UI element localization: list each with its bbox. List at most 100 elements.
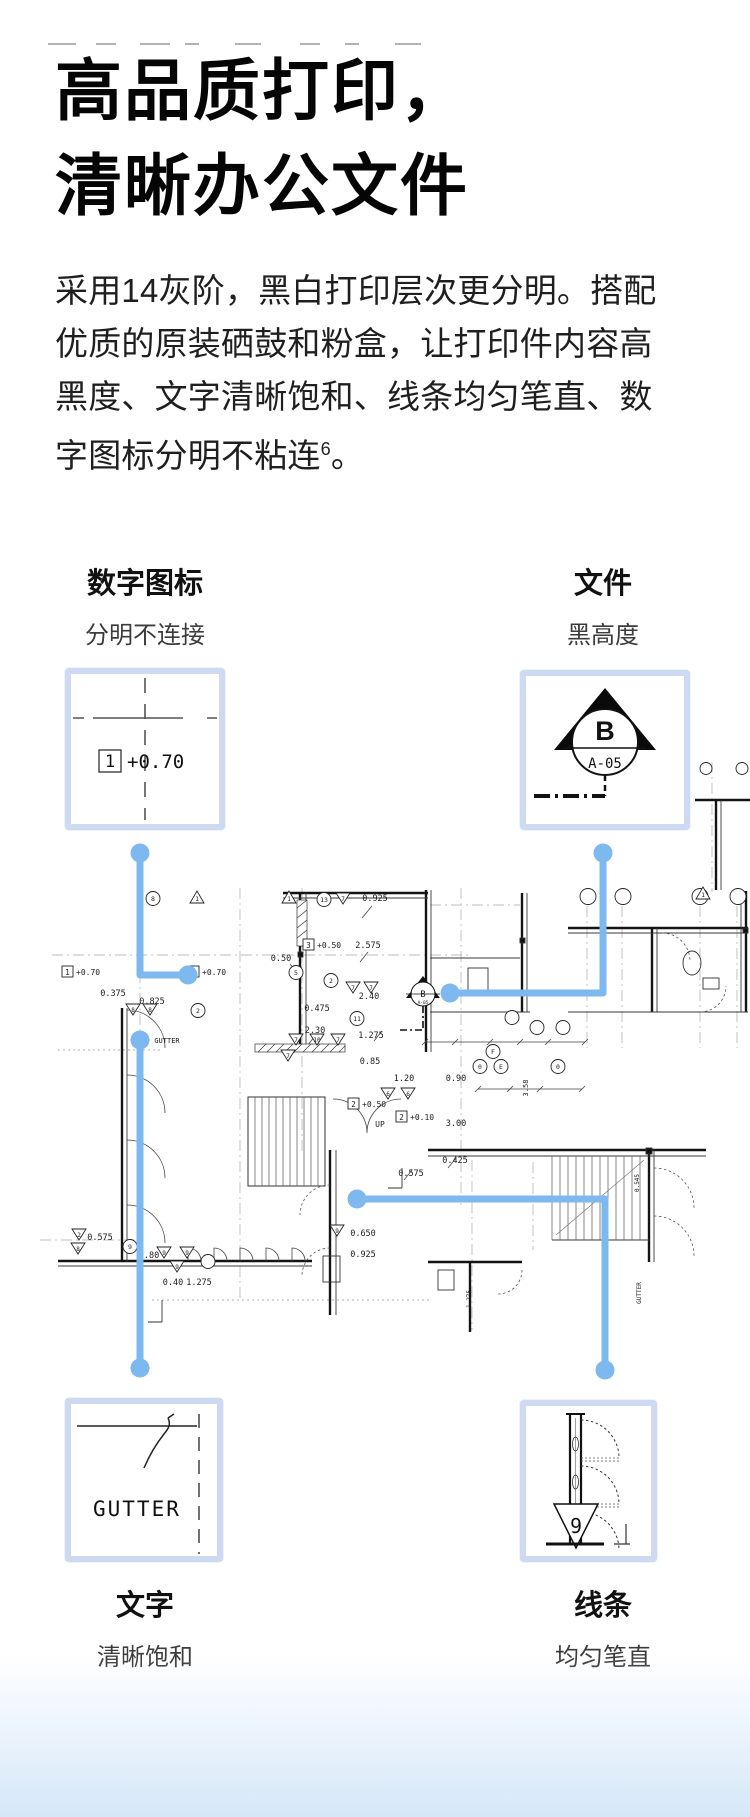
svg-text:8: 8: [148, 1007, 152, 1014]
zoom-box-digits: 1 +0.70: [65, 668, 225, 830]
svg-text:2: 2: [329, 977, 333, 985]
svg-text:2.30: 2.30: [305, 1026, 325, 1036]
svg-text:0.925: 0.925: [362, 894, 388, 904]
svg-text:6: 6: [406, 1091, 410, 1098]
intro-paragraph: 采用14灰阶，黑白打印层次更分明。搭配优质的原装硒鼓和粉盒，让打印件内容高黑度、…: [55, 264, 663, 482]
svg-text:2.40: 2.40: [359, 992, 379, 1002]
svg-text:0.575: 0.575: [87, 1233, 113, 1243]
grid-lines: [40, 762, 738, 1330]
svg-text:0.650: 0.650: [350, 1229, 376, 1239]
marker-label: B: [595, 716, 615, 746]
svg-text:GUTTER: GUTTER: [636, 1282, 643, 1304]
svg-text:0.925: 0.925: [350, 1250, 376, 1260]
bottom-gradient: [0, 1655, 750, 1817]
svg-text:0.475: 0.475: [304, 1004, 330, 1014]
svg-text:7: 7: [341, 896, 345, 903]
digit-index: 1: [105, 752, 115, 772]
svg-text:8: 8: [131, 1007, 135, 1014]
svg-text:1: 1: [195, 896, 199, 903]
gutter-label: GUTTER: [93, 1497, 181, 1521]
svg-text:7: 7: [286, 1053, 290, 1060]
svg-text:8: 8: [76, 1246, 80, 1253]
svg-text:0.375: 0.375: [100, 989, 126, 999]
svg-text:1: 1: [65, 968, 70, 977]
svg-text:1: 1: [701, 892, 705, 899]
svg-text:3.00: 3.00: [446, 1119, 466, 1129]
svg-text:1: 1: [287, 896, 291, 903]
svg-text:0.575: 0.575: [398, 1169, 424, 1179]
connector-digits: [136, 853, 186, 979]
svg-text:+0.50: +0.50: [362, 1100, 386, 1109]
svg-text:13: 13: [320, 896, 328, 904]
svg-text:6: 6: [386, 1091, 390, 1098]
svg-text:8: 8: [151, 895, 155, 903]
svg-text:+0.10: +0.10: [410, 1113, 434, 1122]
fixtures: [148, 927, 749, 1323]
svg-text:10: 10: [313, 1037, 321, 1044]
hatched-walls: [254, 899, 346, 1053]
svg-text:2: 2: [351, 1100, 356, 1109]
plan-annotations: 0.925 2.575 0.50 2.40 0.475 2.30 1.275 0.85 1.20…: [61, 762, 749, 1308]
connector-dots: [130, 843, 615, 1380]
svg-text:7: 7: [294, 1037, 298, 1044]
svg-text:3.58: 3.58: [522, 1080, 530, 1097]
svg-text:1.20: 1.20: [394, 1074, 414, 1084]
svg-text:7: 7: [336, 1037, 340, 1044]
svg-text:0: 0: [556, 1063, 560, 1071]
svg-text:9: 9: [185, 1250, 189, 1257]
intro-footnote-sup: 6: [320, 439, 331, 459]
marker-sheet: A-05: [588, 756, 622, 772]
gutter-text-icon: GUTTER: [77, 1413, 200, 1554]
wall-lines-icon: 9: [546, 1413, 630, 1551]
callout-document: 文件 黑高度: [493, 560, 713, 650]
title-line-1: 高品质打印，: [55, 54, 469, 129]
section-marker-icon: B A-05: [534, 688, 656, 798]
dotted-lines: [58, 1049, 430, 1301]
svg-text:+0.50: +0.50: [317, 941, 341, 950]
svg-text:0.825: 0.825: [139, 997, 165, 1007]
svg-text:9: 9: [175, 1264, 179, 1271]
svg-text:GUTTER: GUTTER: [154, 1037, 180, 1045]
connector-document: [452, 853, 607, 997]
svg-text:0.80: 0.80: [139, 1251, 159, 1261]
svg-text:7: 7: [369, 985, 373, 992]
svg-text:9: 9: [335, 1228, 339, 1235]
svg-text:9: 9: [162, 1250, 166, 1257]
connector-lines: [130, 843, 615, 1380]
title-line-2: 清晰办公文件: [55, 149, 469, 224]
svg-text:1: 1: [191, 968, 196, 977]
svg-text:2.575: 2.575: [355, 941, 381, 951]
zoom-box-document: B A-05: [520, 670, 690, 830]
zoom-box-text: GUTTER: [65, 1398, 223, 1562]
callout-text-title: 文字: [115, 1590, 174, 1622]
callout-lines-title: 线条: [573, 1590, 632, 1622]
callout-digits: 数字图标 分明不连接: [35, 560, 255, 650]
svg-text:0: 0: [478, 1063, 482, 1071]
svg-text:1.275: 1.275: [186, 1278, 212, 1288]
door-arcs-dashed: [299, 932, 727, 1295]
intro-text: 采用14灰阶，黑白打印层次更分明。搭配优质的原装硒鼓和粉盒，让打印件内容高黑度、…: [55, 272, 657, 474]
callout-document-title: 文件: [573, 568, 632, 600]
svg-text:0.545: 0.545: [634, 1174, 641, 1192]
svg-text:3: 3: [306, 941, 311, 950]
svg-text:+0.70: +0.70: [76, 968, 100, 977]
svg-text:0.90: 0.90: [446, 1074, 466, 1084]
walls-thin: [58, 800, 748, 1315]
svg-text:2: 2: [399, 1113, 404, 1122]
intro-tail: 。: [330, 437, 365, 474]
svg-text:B: B: [420, 990, 425, 1000]
callout-digits-subtitle: 分明不连接: [85, 622, 205, 649]
walls-thick: [58, 798, 750, 1332]
section-marker-plan: [400, 976, 440, 1031]
svg-text:0.85: 0.85: [360, 1057, 380, 1067]
svg-text:9: 9: [128, 1243, 132, 1251]
svg-text:0.50: 0.50: [271, 954, 291, 964]
blueprint-plan: 0.925 2.575 0.50 2.40 0.475 2.30 1.275 0.85 1.20…: [40, 762, 750, 1332]
svg-text:E: E: [499, 1063, 503, 1071]
svg-text:11: 11: [353, 1015, 361, 1023]
svg-text:2: 2: [77, 1232, 81, 1239]
callout-digits-title: 数字图标: [86, 568, 203, 600]
svg-text:2: 2: [196, 1007, 200, 1015]
digit-value: +0.70: [127, 751, 184, 773]
svg-text:1.275: 1.275: [358, 1031, 384, 1041]
